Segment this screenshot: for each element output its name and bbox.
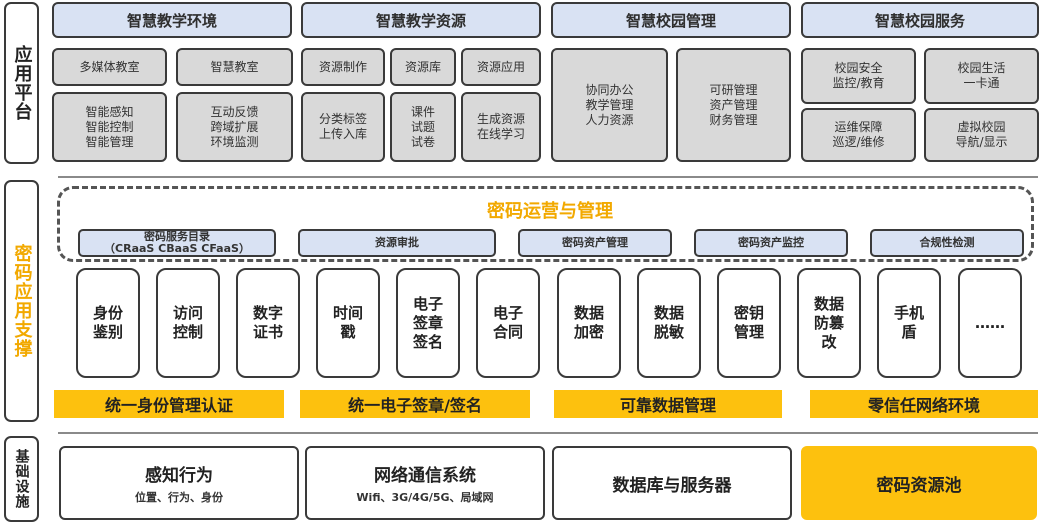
interactive-feedback-box: 互动反馈 跨域扩展 环境监测 [176, 92, 293, 162]
campus-security-box: 校园安全 监控/教育 [801, 48, 916, 104]
header-campus-mgmt: 智慧校园管理 [551, 2, 791, 38]
crypto-support-label: 密码应用支撑 [11, 244, 33, 358]
generate-resource-box: 生成资源 在线学习 [461, 92, 541, 162]
infra-database-server: 数据库与服务器 [552, 446, 792, 520]
smart-classroom-box: 智慧教室 [176, 48, 293, 86]
capability-data-masking: 数据 脱敏 [637, 268, 701, 378]
separator-top [58, 176, 1038, 178]
separator-bottom [58, 432, 1038, 434]
crypto-asset-monitoring: 密码资产监控 [694, 229, 848, 257]
capability-e-signature: 电子 签章 签名 [396, 268, 460, 378]
resource-creation-box: 资源制作 [301, 48, 385, 86]
infra-network-sub: Wifi、3G/4G/5G、局域网 [356, 491, 494, 504]
capability-more: …… [958, 268, 1022, 378]
app-platform-label: 应用平台 [11, 45, 33, 121]
courseware-box: 课件 试题 试卷 [390, 92, 456, 162]
capability-identity-auth: 身份 鉴别 [76, 268, 140, 378]
bar-unified-identity: 统一身份管理认证 [54, 390, 284, 418]
infra-crypto-pool-title: 密码资源池 [876, 475, 962, 496]
capability-tamper-proof: 数据 防篡 改 [797, 268, 861, 378]
infra-database-server-title: 数据库与服务器 [612, 475, 732, 496]
infra-network-title: 网络通信系统 [374, 466, 476, 486]
header-campus-svc: 智慧校园服务 [801, 2, 1039, 38]
capability-access-control: 访问 控制 [156, 268, 220, 378]
bar-zero-trust: 零信任网络环境 [810, 390, 1038, 418]
crypto-ops-container [57, 186, 1034, 262]
resource-approval: 资源审批 [298, 229, 496, 257]
virtual-campus-box: 虚拟校园 导航/显示 [924, 108, 1039, 162]
capability-data-encryption: 数据 加密 [557, 268, 621, 378]
infrastructure-label-box: 基础设施 [4, 436, 39, 522]
crypto-service-catalog: 密码服务目录 （CRaaS CBaaS CFaaS） [78, 229, 276, 257]
category-tag-box: 分类标签 上传入库 [301, 92, 385, 162]
maintenance-box: 运维保障 巡逻/维修 [801, 108, 916, 162]
campus-life-box: 校园生活 一卡通 [924, 48, 1039, 104]
bar-reliable-data: 可靠数据管理 [554, 390, 782, 418]
research-asset-finance-box: 可研管理 资产管理 财务管理 [676, 48, 791, 162]
capability-e-contract: 电子 合同 [476, 268, 540, 378]
resource-application-box: 资源应用 [461, 48, 541, 86]
capability-digital-cert: 数字 证书 [236, 268, 300, 378]
crypto-asset-management: 密码资产管理 [518, 229, 672, 257]
infra-perception: 感知行为 位置、行为、身份 [59, 446, 299, 520]
capability-mobile-shield: 手机 盾 [877, 268, 941, 378]
header-teaching-env: 智慧教学环境 [52, 2, 292, 38]
infra-network: 网络通信系统 Wifi、3G/4G/5G、局域网 [305, 446, 545, 520]
infrastructure-label: 基础设施 [13, 449, 30, 509]
capability-key-management: 密钥 管理 [717, 268, 781, 378]
infra-crypto-pool: 密码资源池 [801, 446, 1037, 520]
crypto-support-label-box: 密码应用支撑 [4, 180, 39, 422]
compliance-check: 合规性检测 [870, 229, 1024, 257]
infra-perception-title: 感知行为 [145, 466, 213, 486]
office-teaching-hr-box: 协同办公 教学管理 人力资源 [551, 48, 668, 162]
multimedia-classroom-box: 多媒体教室 [52, 48, 167, 86]
header-teaching-res: 智慧教学资源 [301, 2, 541, 38]
bar-unified-e-signature: 统一电子签章/签名 [300, 390, 530, 418]
infra-perception-sub: 位置、行为、身份 [135, 491, 223, 504]
crypto-ops-title: 密码运营与管理 [487, 201, 613, 222]
smart-sensing-box: 智能感知 智能控制 智能管理 [52, 92, 167, 162]
resource-library-box: 资源库 [390, 48, 456, 86]
capability-timestamp: 时间 戳 [316, 268, 380, 378]
app-platform-label-box: 应用平台 [4, 2, 39, 164]
